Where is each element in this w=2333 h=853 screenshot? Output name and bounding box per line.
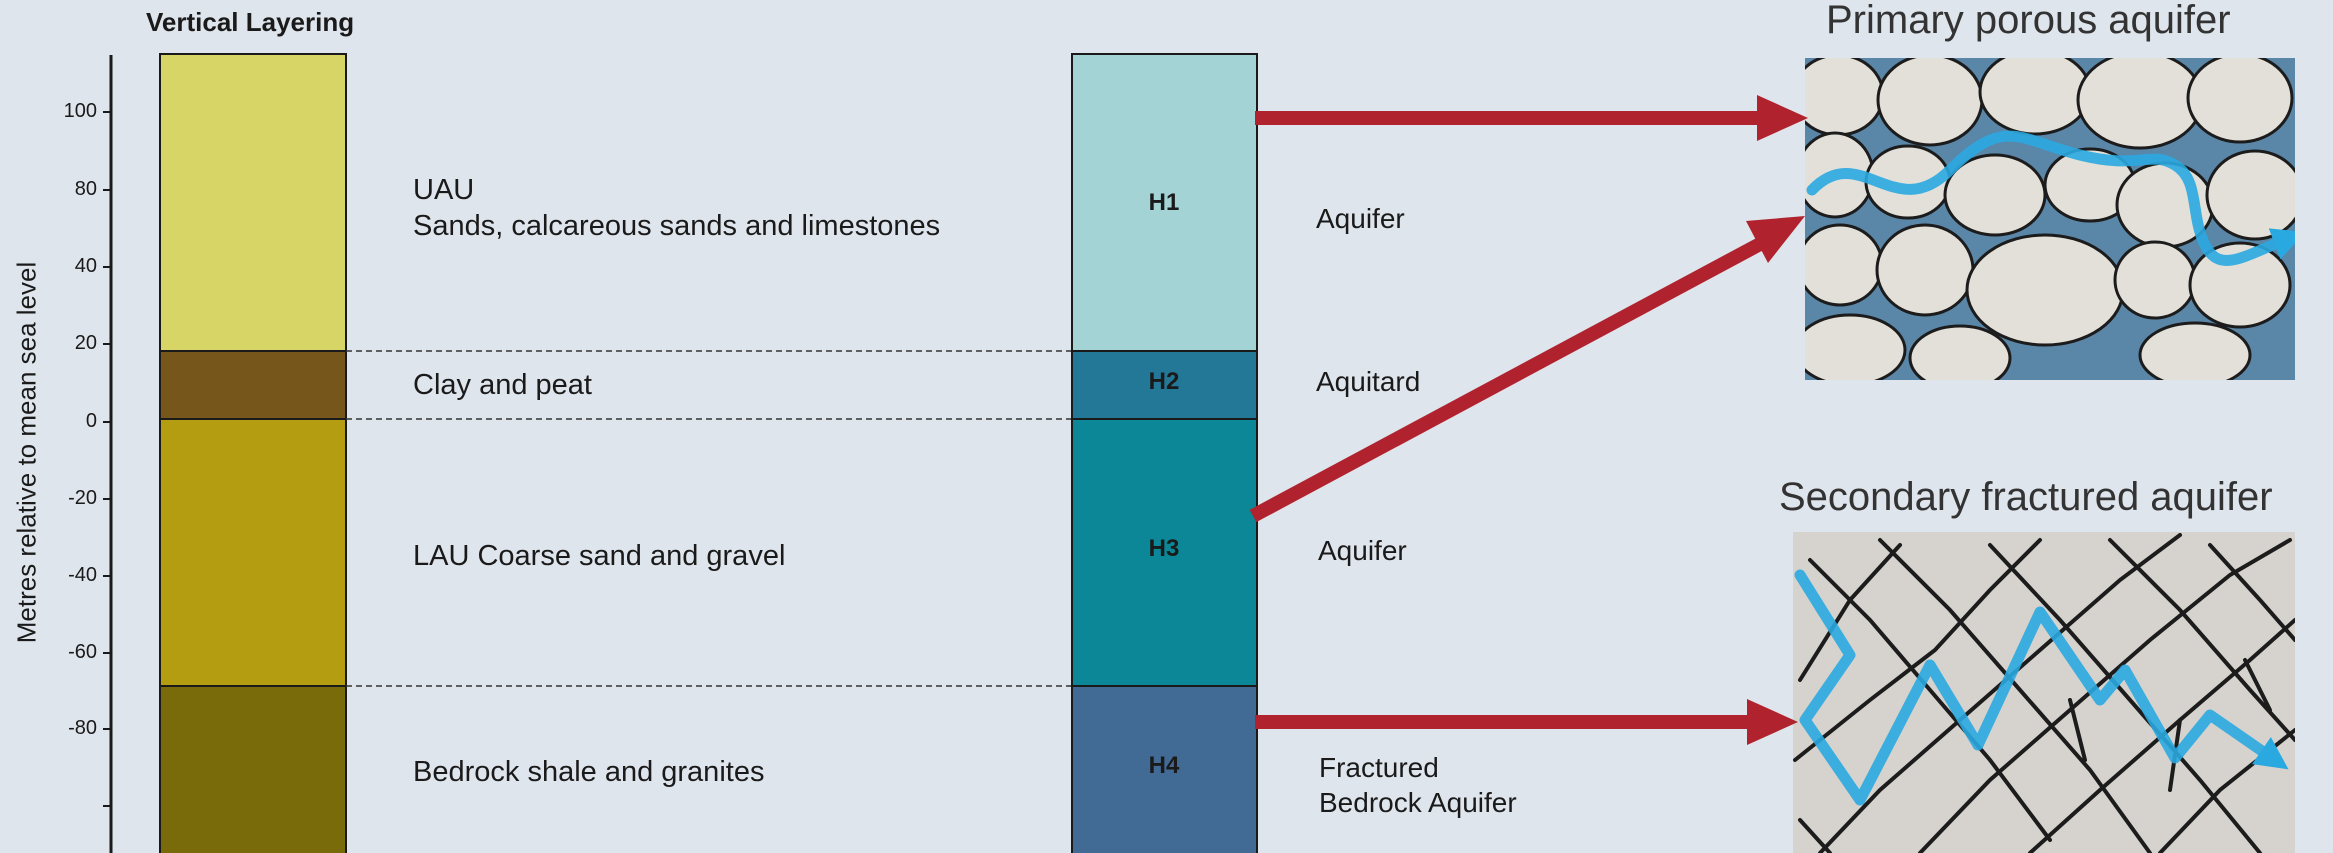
y-tick-label: -40: [68, 564, 97, 586]
diagram-title: Vertical Layering: [146, 7, 355, 37]
arrow-h4-head: [1747, 699, 1798, 745]
geology-column: [159, 53, 347, 853]
hydro-h3-block: [1071, 418, 1258, 687]
layer-clay-block: [159, 350, 347, 420]
y-tick-label: 40: [74, 255, 97, 277]
layer-boundaries: [346, 350, 1072, 687]
layer-uau-name: UAU: [413, 174, 475, 206]
arrow-h3-head: [1746, 216, 1805, 263]
fractured-panel-title: Secondary fractured aquifer: [1779, 475, 2273, 519]
y-tick-label: -60: [68, 641, 97, 663]
hydro-h3-role: Aquifer: [1318, 535, 1407, 566]
hydro-h2-code: H2: [1148, 368, 1180, 395]
layer-clay-label: Clay and peat: [413, 369, 592, 401]
hydro-h1-block: [1071, 53, 1258, 352]
arrow-h3-to-porous: [1249, 237, 1764, 523]
hydro-h2-role: Aquitard: [1316, 366, 1421, 397]
porous-panel-title: Primary porous aquifer: [1826, 0, 2231, 42]
y-axis: [103, 55, 113, 853]
y-tick-label: -80: [68, 717, 97, 739]
hydro-h2-block: [1071, 350, 1258, 420]
y-tick-label: 20: [74, 332, 97, 354]
hydro-h4-role: Fractured: [1319, 752, 1439, 783]
layer-lau-label: LAU Coarse sand and gravel: [413, 540, 786, 572]
hydro-h1-role: Aquifer: [1316, 203, 1405, 234]
layer-uau-description: Sands, calcareous sands and limestones: [413, 210, 941, 242]
porous-aquifer-image: [1805, 58, 2295, 380]
arrow-h1-head: [1757, 95, 1808, 141]
y-tick-label: 80: [74, 178, 97, 200]
hydro-h4-code: H4: [1148, 752, 1180, 779]
hydro-h1-code: H1: [1148, 189, 1180, 216]
y-tick-label: 0: [85, 410, 97, 432]
hydro-h3-code: H3: [1148, 535, 1180, 562]
y-tick-label: -20: [68, 487, 97, 509]
y-tick-label: 100: [63, 100, 97, 122]
layer-uau-block: [159, 53, 347, 352]
layer-bedrock-block: [159, 685, 347, 853]
hydro-h4-block: [1071, 685, 1258, 853]
hydro-column: [1071, 53, 1258, 853]
layer-bedrock-label: Bedrock shale and granites: [413, 756, 765, 788]
layer-lau-block: [159, 418, 347, 687]
connector-arrows: [1249, 95, 1808, 745]
hydro-h4-role-detail: Bedrock Aquifer: [1319, 787, 1517, 818]
y-axis-ticks: [103, 111, 111, 807]
fractured-aquifer-image: [1793, 532, 2295, 853]
